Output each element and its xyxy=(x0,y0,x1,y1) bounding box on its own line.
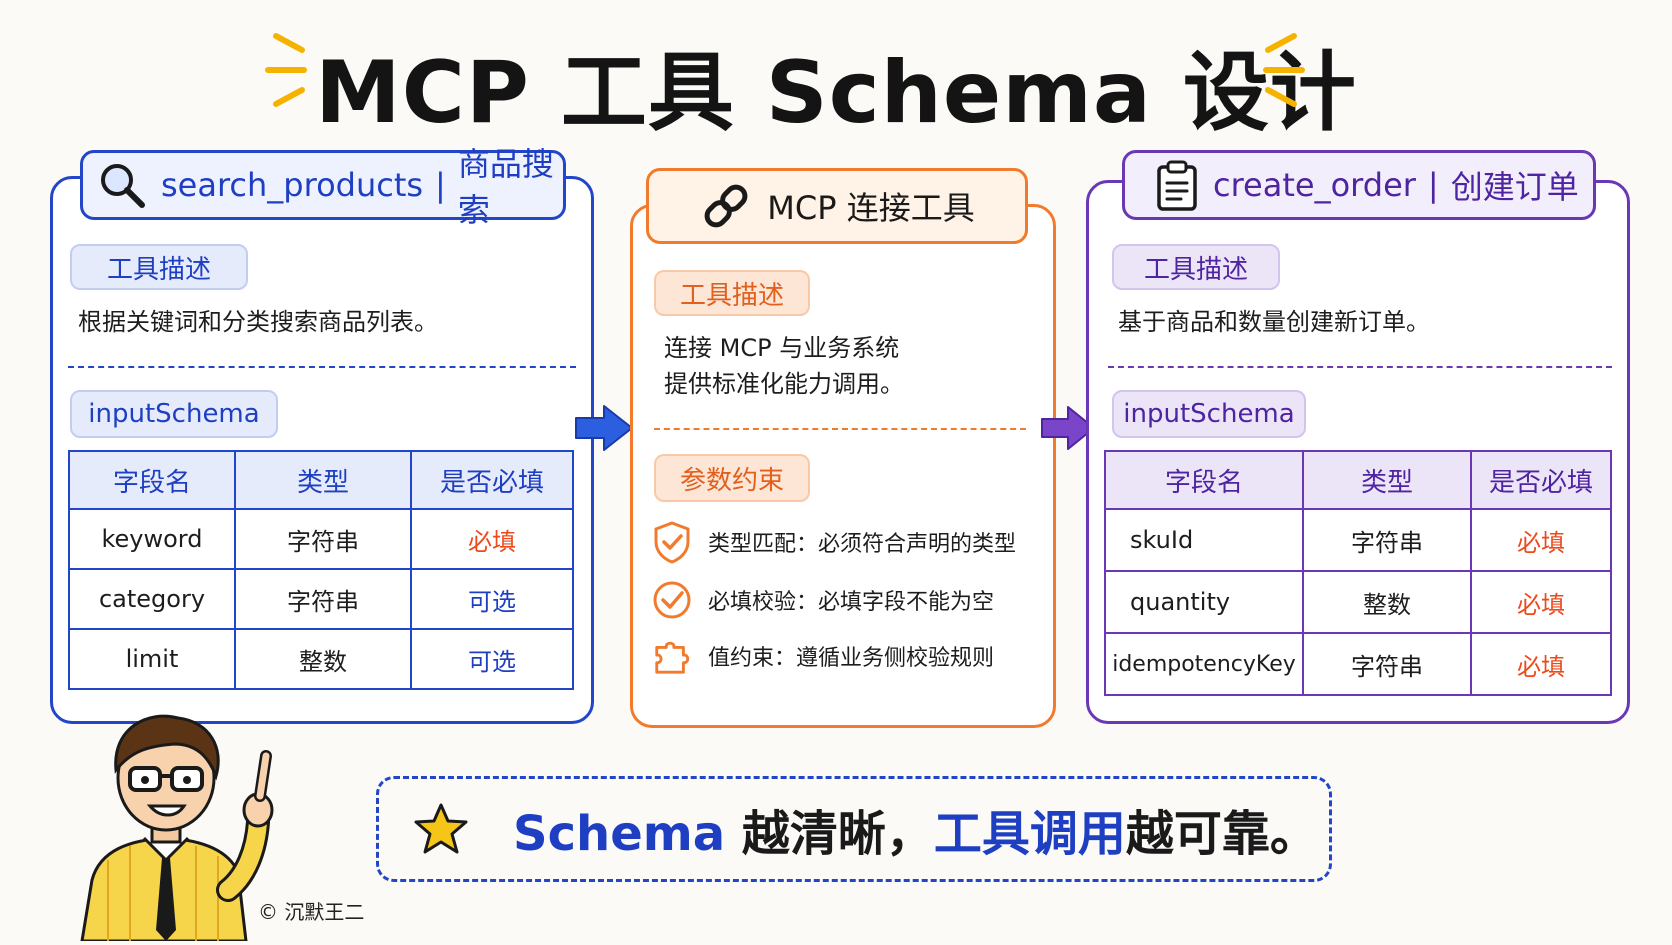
summary-schema: Schema xyxy=(513,806,726,862)
table-header-row: 字段名 类型 是否必填 xyxy=(68,450,574,510)
arrow-right-icon xyxy=(1040,404,1096,456)
field-required: 必填 xyxy=(410,508,574,570)
sparkle-left-icon xyxy=(262,30,310,110)
star-icon xyxy=(413,802,469,856)
rule-required-check: 必填校验：必填字段不能为空 xyxy=(652,580,994,620)
field-type: 字符串 xyxy=(234,568,412,630)
table-row: limit 整数 可选 xyxy=(68,628,574,690)
sparkle-right-icon xyxy=(1260,30,1308,110)
create-order-header: create_order | 创建订单 xyxy=(1122,150,1596,220)
summary-tool-call: 工具调用 xyxy=(933,806,1126,862)
field-name: idempotencyKey xyxy=(1104,632,1304,696)
table-row: keyword 字符串 必填 xyxy=(68,508,574,570)
rule-text: 类型匹配：必须符合声明的类型 xyxy=(708,532,1017,557)
field-required: 必填 xyxy=(1470,632,1612,696)
column-header: 类型 xyxy=(234,450,412,510)
search-products-header: search_products | 商品搜索 xyxy=(80,145,566,229)
field-name: category xyxy=(68,568,236,630)
rule-text: 值约束：遵循业务侧校验规则 xyxy=(708,646,995,671)
summary-clear: 越清晰， xyxy=(725,806,934,862)
divider xyxy=(1108,366,1612,368)
field-type: 整数 xyxy=(234,628,412,690)
table-row: skuId 字符串 必填 xyxy=(1104,508,1612,572)
clipboard-icon xyxy=(1155,159,1199,211)
table-row: idempotencyKey 字符串 必填 xyxy=(1104,632,1612,696)
copyright-text: © 沉默王二 xyxy=(258,900,365,924)
summary-callout: Schema 越清晰，工具调用越可靠。 xyxy=(376,776,1332,882)
field-type: 字符串 xyxy=(1302,632,1472,696)
tool-name: create_order xyxy=(1213,166,1416,204)
presenter-illustration xyxy=(78,700,278,945)
mcp-connector-header: MCP 连接工具 xyxy=(646,168,1028,244)
field-type: 字符串 xyxy=(1302,508,1472,572)
desc-line: 提供标准化能力调用。 xyxy=(664,370,904,398)
summary-reliable: 越可靠。 xyxy=(1125,806,1318,862)
table-row: category 字符串 可选 xyxy=(68,568,574,630)
column-header: 是否必填 xyxy=(410,450,574,510)
puzzle-icon xyxy=(652,636,692,676)
field-name: skuId xyxy=(1104,508,1304,572)
field-name: quantity xyxy=(1104,570,1304,634)
tool-name: search_products xyxy=(161,166,424,204)
tool-cn-name: 商品搜索 xyxy=(457,145,554,229)
rule-type-match: 类型匹配：必须符合声明的类型 xyxy=(652,521,1017,564)
divider xyxy=(68,366,576,368)
input-schema-label: inputSchema xyxy=(1112,390,1306,438)
tool-desc-label: 工具描述 xyxy=(654,270,810,316)
rule-text: 必填校验：必填字段不能为空 xyxy=(708,590,995,615)
shield-check-icon xyxy=(652,521,692,564)
table-row: quantity 整数 必填 xyxy=(1104,570,1612,634)
page-title: MCP 工具 Schema 设计 xyxy=(315,43,1357,143)
column-header: 类型 xyxy=(1302,450,1472,510)
input-schema-table: 字段名 类型 是否必填 skuId 字符串 必填 quantity 整数 必填 … xyxy=(1104,450,1612,696)
arrow-right-icon xyxy=(574,404,634,456)
tool-desc-label: 工具描述 xyxy=(1112,244,1280,290)
summary-text: Schema 越清晰，工具调用越可靠。 xyxy=(513,794,1318,864)
field-required: 可选 xyxy=(410,628,574,690)
field-required: 可选 xyxy=(410,568,574,630)
field-type: 整数 xyxy=(1302,570,1472,634)
field-type: 字符串 xyxy=(234,508,412,570)
header-separator: | xyxy=(1427,166,1439,204)
tool-desc: 连接 MCP 与业务系统 提供标准化能力调用。 xyxy=(664,330,904,402)
header-separator: | xyxy=(435,166,446,204)
desc-line: 连接 MCP 与业务系统 xyxy=(664,334,900,362)
column-header: 是否必填 xyxy=(1470,450,1612,510)
field-name: limit xyxy=(68,628,236,690)
input-schema-label: inputSchema xyxy=(70,390,278,438)
column-header: 字段名 xyxy=(1104,450,1304,510)
circle-check-icon xyxy=(652,580,692,620)
link-icon xyxy=(699,179,753,233)
constraints-label: 参数约束 xyxy=(654,454,810,502)
column-header: 字段名 xyxy=(68,450,236,510)
search-icon xyxy=(97,160,147,210)
divider xyxy=(654,428,1026,430)
field-required: 必填 xyxy=(1470,508,1612,572)
mcp-header-label: MCP 连接工具 xyxy=(767,189,975,227)
tool-desc: 基于商品和数量创建新订单。 xyxy=(1118,308,1430,336)
field-name: keyword xyxy=(68,508,236,570)
input-schema-table: 字段名 类型 是否必填 keyword 字符串 必填 category 字符串 … xyxy=(68,450,574,690)
tool-desc-label: 工具描述 xyxy=(70,244,248,290)
field-required: 必填 xyxy=(1470,570,1612,634)
rule-value-constraint: 值约束：遵循业务侧校验规则 xyxy=(652,636,994,676)
tool-cn-name: 创建订单 xyxy=(1450,168,1579,206)
tool-desc: 根据关键词和分类搜索商品列表。 xyxy=(78,308,438,336)
table-header-row: 字段名 类型 是否必填 xyxy=(1104,450,1612,510)
